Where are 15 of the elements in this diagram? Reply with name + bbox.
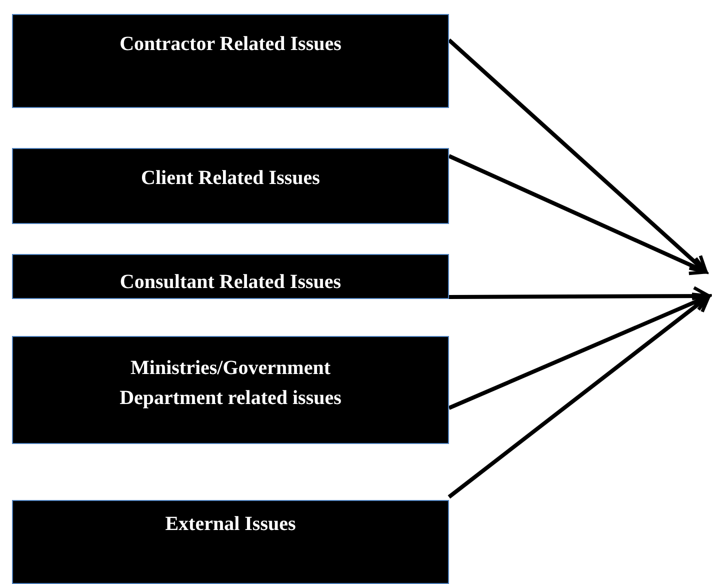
issue-box <box>12 148 449 224</box>
arrow <box>448 292 711 410</box>
arrow <box>448 294 711 499</box>
box-label: External Issues <box>164 512 297 537</box>
box-label: Contractor Related Issues <box>118 32 342 57</box>
issue-box <box>12 336 449 444</box>
issue-box <box>12 14 449 108</box>
box-label: Client Related Issues <box>140 166 321 191</box>
issue-box <box>12 254 449 299</box>
box-label: Consultant Related Issues <box>118 270 342 295</box>
issue-box <box>12 500 449 584</box>
box-label: Ministries/Government Department related issues <box>118 356 342 411</box>
arrow <box>449 286 711 306</box>
arrow <box>448 154 708 276</box>
arrow <box>448 38 708 274</box>
